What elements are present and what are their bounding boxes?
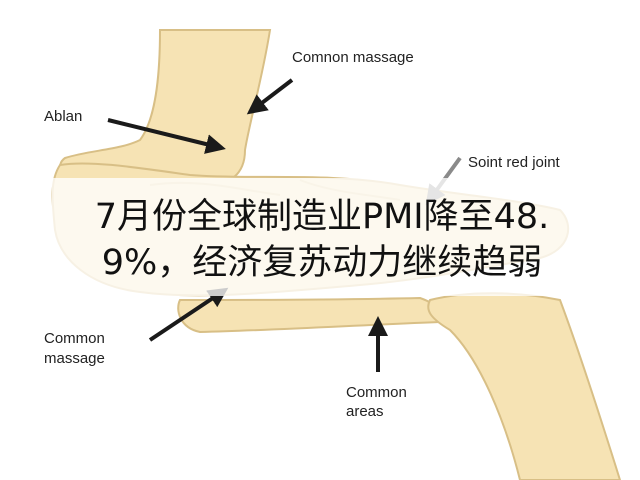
label-comnon-massage: Comnon massage [292, 49, 414, 66]
label-common-areas-line1: Common [346, 384, 407, 401]
label-ablan: Ablan [44, 108, 83, 125]
caption-line-2: 9%，经济复苏动力继续趋弱 [101, 243, 543, 283]
caption-line-1: 7月份全球制造业PMI降至48. [94, 197, 550, 237]
label-common-massage-line1: Common [44, 330, 105, 347]
label-common-massage-line2: massage [44, 350, 105, 367]
metatarsal-bone [427, 292, 622, 480]
label-soint-red-joint: Soint red joint [468, 154, 560, 171]
arrow-comnon-massage [246, 78, 294, 115]
caption-overlay [52, 178, 592, 296]
lower-bone [177, 296, 443, 334]
label-common-areas-line2: areas [346, 403, 384, 420]
arrow-ablan [107, 118, 226, 154]
arrow-common-massage [148, 287, 229, 342]
